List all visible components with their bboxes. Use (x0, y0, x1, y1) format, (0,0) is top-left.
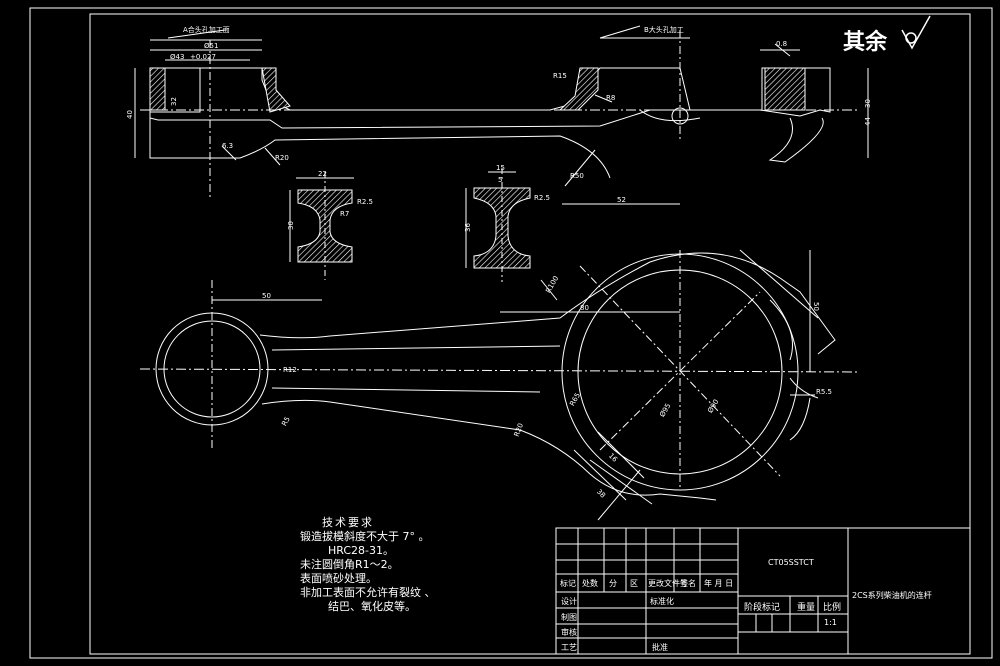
plan-view (139, 249, 861, 521)
tb-scale: 1:1 (824, 618, 837, 627)
dim-r15: R15 (553, 72, 567, 80)
dim-r12: R12 (283, 366, 297, 374)
tech-line-5: 非加工表面不允许有裂纹 、 (300, 586, 436, 599)
tech-line-4: 表面喷砂处理。 (300, 572, 377, 585)
dim-r5-5: R5.5 (816, 388, 832, 396)
tb-header-sign: 签名 (680, 579, 696, 588)
tb-header-date: 年 月 日 (704, 579, 734, 588)
dim-r50: R50 (570, 172, 584, 180)
surface-note: 其余 (843, 30, 888, 55)
dim-d43: Ø43 (170, 53, 184, 61)
inner-border (89, 13, 971, 655)
tb-row-proc: 工艺 (561, 643, 577, 652)
tech-title: 技术要求 (322, 516, 374, 529)
dim-d95: Ø95 (658, 402, 672, 418)
dim-r20p: R20 (513, 422, 525, 438)
sec2-top: 5 (498, 176, 502, 184)
section-views (289, 168, 531, 282)
sec1-width: 22 (318, 170, 327, 178)
tb-header-zone: 分 (609, 579, 617, 588)
tech-line-3: 未注圆倒角R1～2。 (300, 558, 399, 571)
tech-line-1: 锻造拔模斜度不大于 7° 。 (300, 530, 430, 543)
tb-row-draw: 制图 (561, 613, 577, 622)
dim-l80: 80 (580, 304, 589, 312)
tech-line-6: 结巴、氧化皮等。 (328, 600, 416, 613)
dim-l16: 16 (607, 452, 619, 464)
material-code: CT05SSTCT (768, 558, 814, 567)
sec1-r7: R7 (340, 210, 349, 218)
tb-header-mark: 标记 (560, 579, 576, 588)
tb-row-check: 审核 (561, 628, 577, 637)
dim-r100: R100 (544, 275, 560, 295)
tb-row-design: 设计 (561, 597, 577, 606)
dim-h30: 30 (864, 99, 872, 108)
dim-l50: 50 (262, 292, 271, 300)
dim-d90: Ø90 (706, 398, 720, 414)
sec2-r2-5: R2.5 (534, 194, 550, 202)
dim-r5: R5 (280, 415, 292, 427)
sec2-height: 36 (464, 223, 472, 232)
callout-b: B大头孔加工 (644, 25, 684, 34)
tb-header-area: 区 (630, 579, 638, 588)
tech-requirements: 技术要求 锻造拔模斜度不大于 7° 。 HRC28-31。 未注圆倒角R1～2。… (300, 514, 436, 614)
dim-h40: 40 (126, 110, 134, 119)
tb-weight: 重量 (797, 603, 816, 613)
roughness-symbol (901, 15, 931, 50)
tb-header-change: 更改文件号 (648, 579, 688, 588)
dim-d51: Ø51 (204, 42, 218, 50)
dim-h32: 32 (170, 97, 178, 106)
dim-r8: R8 (606, 94, 615, 102)
tb-scale-label: 比例 (823, 603, 842, 613)
tb-stage: 阶段标记 (744, 603, 781, 613)
dim-r20: R20 (275, 154, 289, 162)
callout-a: A合头孔加工面 (183, 25, 230, 34)
dim-h50: 50 (812, 302, 820, 311)
tech-line-2: HRC28-31。 (328, 544, 395, 557)
outer-border (29, 7, 993, 659)
tb-row-std: 标准化 (650, 597, 674, 606)
dim-tol: +0.027 (190, 53, 216, 61)
part-name: 2CS系列柴油机的连杆 (852, 591, 932, 600)
sec1-height: 30 (287, 221, 295, 230)
sec2-width: 15 (496, 164, 505, 172)
elevation-view (134, 25, 869, 205)
dim-6-3: 6.3 (222, 142, 233, 150)
dim-0-8: 0.8 (776, 40, 787, 48)
dim-l38: 38 (595, 488, 607, 500)
tb-row-approve: 批准 (652, 643, 668, 652)
dim-h44: 44 (864, 117, 872, 126)
sec1-r2-5: R2.5 (357, 198, 373, 206)
tb-header-count: 处数 (582, 579, 598, 588)
title-block (555, 527, 971, 655)
dim-w52: 52 (617, 196, 626, 204)
